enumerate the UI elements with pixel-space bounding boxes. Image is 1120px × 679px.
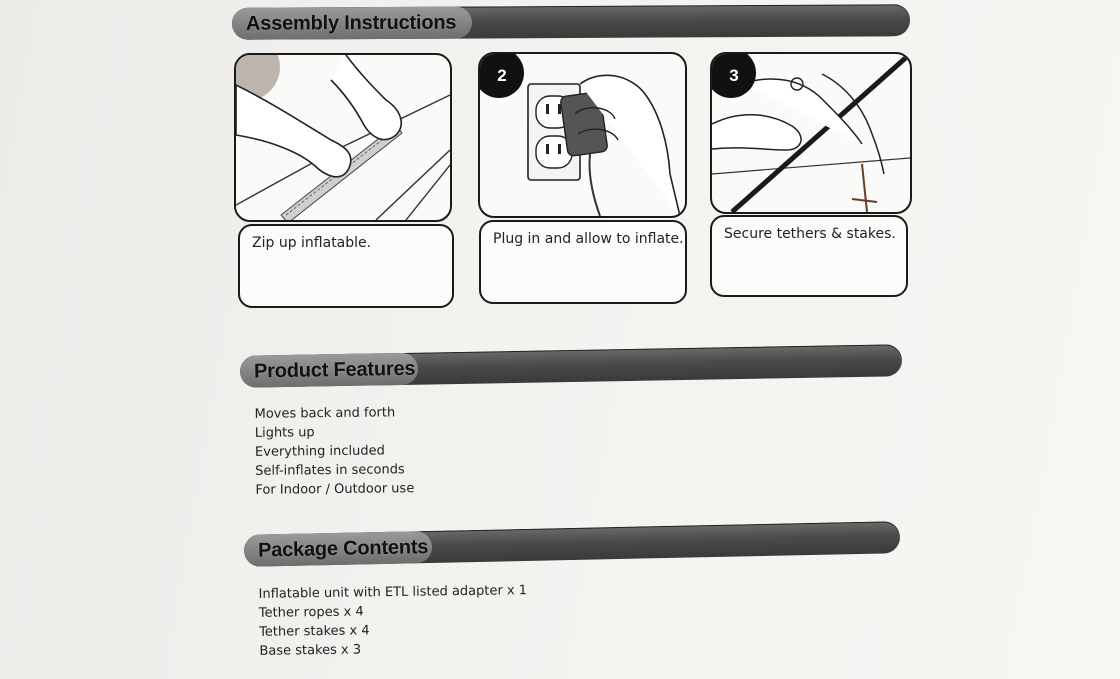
list-item: Base stakes x 3 <box>259 642 362 659</box>
assembly-title: Assembly Instructions <box>245 11 457 35</box>
features-list: Moves back and forth Lights up Everythin… <box>255 403 415 500</box>
list-item: For Indoor / Outdoor use <box>255 481 415 498</box>
features-title: Product Features <box>253 357 416 383</box>
features-banner: Product Features <box>239 344 903 388</box>
step-2-illustration: 2 <box>478 52 687 218</box>
tether-stake-icon <box>712 54 910 212</box>
step-2-number-badge: 2 <box>480 54 524 98</box>
contents-title: Package Contents <box>257 536 429 562</box>
step-1-caption: Zip up inflatable. <box>252 235 372 251</box>
zipper-hands-icon <box>236 55 450 220</box>
step-2-caption-box: Plug in and allow to inflate. <box>479 220 687 304</box>
list-item: Inflatable unit with ETL listed adapter … <box>258 583 528 602</box>
plug-outlet-icon <box>527 74 681 216</box>
list-item: Lights up <box>254 425 315 441</box>
assembly-banner: Assembly Instructions <box>231 4 911 40</box>
contents-banner: Package Contents <box>243 521 901 567</box>
step-3-illustration: 3 <box>710 52 912 214</box>
step-3-caption: Secure tethers & stakes. <box>724 226 896 242</box>
step-1-caption-box: Zip up inflatable. <box>238 224 454 308</box>
step-3-caption-box: Secure tethers & stakes. <box>710 215 908 297</box>
step-2-caption: Plug in and allow to inflate. <box>493 231 684 247</box>
list-item: Moves back and forth <box>254 405 396 422</box>
list-item: Self-inflates in seconds <box>255 462 405 479</box>
contents-list: Inflatable unit with ETL listed adapter … <box>258 581 528 661</box>
step-1-illustration <box>234 53 452 222</box>
list-item: Everything included <box>254 443 385 460</box>
step-3-number-badge: 3 <box>712 54 756 98</box>
